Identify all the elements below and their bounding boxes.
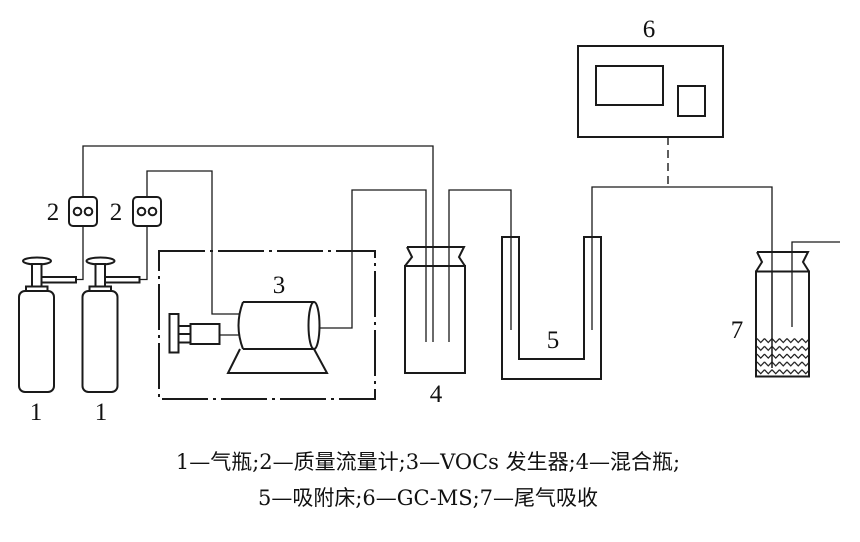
caption-line-1: 1—气瓶;2—质量流量计;3—VOCs 发生器;4—混合瓶; <box>176 450 680 474</box>
flow-meter-body <box>132 196 162 227</box>
pipe-generator-to-mixing-bottle <box>319 189 427 342</box>
label-adsorption-bed: 5 <box>547 327 560 354</box>
label-gas-cylinder-2: 1 <box>95 399 108 426</box>
cylinder-body <box>18 290 55 393</box>
flow-meter-dial-icon <box>136 206 147 217</box>
generator-stand <box>226 348 329 374</box>
gc-ms-instrument <box>577 45 724 138</box>
gc-ms-display <box>595 65 664 106</box>
cylinder-valve-stem <box>94 263 106 288</box>
generator-drum-end <box>307 301 321 350</box>
absorber-neck <box>755 251 810 273</box>
mixing-bottle-neck <box>404 246 466 267</box>
pipe-cylinder2-to-meter2 <box>139 226 148 281</box>
tail-gas-absorber <box>755 251 810 378</box>
syringe-barrel <box>189 323 221 345</box>
flow-meter-body <box>68 196 98 227</box>
pipe-meter2-to-generator <box>146 170 240 315</box>
mixing-bottle-body <box>404 265 466 374</box>
gas-cylinder-1 <box>18 256 77 393</box>
gc-ms-body <box>577 45 724 138</box>
cylinder-outlet <box>104 276 141 284</box>
generator-drum <box>237 301 314 350</box>
absorbent-liquid <box>757 337 808 376</box>
pipe-exhaust <box>791 241 840 327</box>
label-flow-meter-2: 2 <box>110 199 123 226</box>
pipe-meter1-to-mixing-bottle <box>82 145 434 342</box>
absorber-body <box>755 270 810 378</box>
flow-meter-dial-icon <box>72 206 83 217</box>
gc-ms-panel <box>677 85 706 117</box>
flow-meter-dial-icon <box>83 206 94 217</box>
pipe-adsorption-bed-to-absorber <box>591 186 773 368</box>
pipe-mixing-bottle-to-adsorption-bed <box>448 189 512 342</box>
syringe-plunger-plate <box>168 313 180 354</box>
label-mixing-bottle: 4 <box>430 381 443 408</box>
adsorption-bed-u-tube <box>501 236 602 380</box>
cylinder-body <box>81 290 119 393</box>
label-flow-meter-1: 2 <box>47 199 60 226</box>
mass-flow-meter-1 <box>68 196 98 227</box>
label-vocs-generator: 3 <box>273 272 286 299</box>
vocs-generator <box>168 301 329 374</box>
flow-meter-dial-icon <box>147 206 158 217</box>
caption-line-2: 5—吸附床;6—GC-MS;7—尾气吸收 <box>258 486 598 510</box>
mass-flow-meter-2 <box>132 196 162 227</box>
mixing-bottle <box>404 246 466 374</box>
generator-enclosure <box>158 250 376 400</box>
cylinder-valve-stem <box>31 263 43 288</box>
label-gc-ms: 6 <box>643 16 656 43</box>
gas-cylinder-2 <box>81 256 141 393</box>
pipe-cylinder1-to-meter1 <box>76 226 84 281</box>
label-gas-cylinder-1: 1 <box>30 399 43 426</box>
label-tail-gas-absorber: 7 <box>731 317 744 344</box>
cylinder-outlet <box>40 276 77 284</box>
